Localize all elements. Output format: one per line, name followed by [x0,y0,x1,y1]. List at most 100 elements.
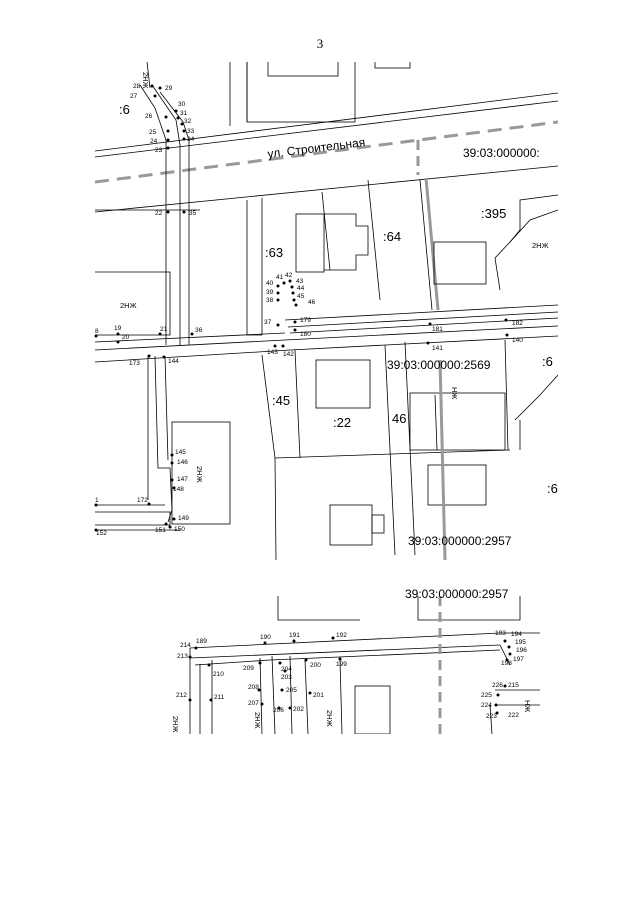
point-label: 182 [512,320,523,327]
parcel-label: 46 [392,411,406,426]
point-label: 37 [264,319,272,326]
zone-label: 2НЖ [325,710,334,727]
point-label: 213 [177,653,188,660]
map-fragment-top [95,62,558,561]
point-label: 143 [267,349,278,356]
parcel-label: :6 [547,481,558,496]
cadastral-block-label: 39:03:000000: [463,146,540,160]
point-label: 189 [196,638,207,645]
point-label: 192 [336,632,347,639]
building [267,62,339,77]
cadastral-number: 39:03:000000:2957 [405,587,509,601]
point-label: 33 [187,128,195,135]
point-label: 29 [165,85,173,92]
point-label: 148 [173,486,184,493]
point-label: 197 [513,656,524,663]
street-edge-north [95,92,558,152]
point-label: 24 [150,138,158,145]
zone-label: 2НЖ [141,72,150,89]
point-label: 223 [486,713,497,720]
point-label: 215 [508,682,519,689]
parcel-label: :6 [542,354,553,369]
zone-label: 2НЖ [171,716,180,733]
point-label: 173 [129,360,140,367]
red-line-dashed [95,120,558,184]
cadastral-number: 39:03:000000:2957 [408,534,512,548]
point-label: 211 [214,694,225,701]
point-label: 21 [160,326,168,333]
point-label: 20 [122,334,130,341]
point-label: 203 [281,674,292,681]
point-label: 224 [481,702,492,709]
point-label: 34 [187,136,195,143]
boundary-points-bottom [188,636,512,715]
point-label: 214 [180,642,191,649]
point-label: 199 [336,661,347,668]
building [246,62,356,123]
street-edge-south [95,165,558,213]
point-label: 25 [149,129,157,136]
point-label: 206 [273,707,284,714]
point-label: 179 [300,317,311,324]
point-label: 196 [516,647,527,654]
point-label: 38 [266,297,274,304]
zone-label: НЖ [523,700,532,712]
point-label: 22 [155,210,163,217]
point-label: 201 [313,692,324,699]
point-label: 31 [180,110,188,117]
point-label: 149 [178,515,189,522]
point-label: 222 [508,712,519,719]
point-label: 207 [248,700,259,707]
cadastral-number: 39:03:000000:2569 [387,358,491,372]
point-label: 42 [285,272,293,279]
point-label: 146 [177,459,188,466]
point-label: 43 [296,278,304,285]
point-label: 226 [492,682,503,689]
point-label: 39 [266,289,274,296]
point-label: 23 [155,147,163,154]
point-label: 147 [177,476,188,483]
point-label: 210 [213,671,224,678]
point-label: 140 [512,337,523,344]
point-label: 30 [178,101,186,108]
zone-label: 2НЖ [532,241,549,250]
point-label: 212 [176,692,187,699]
zone-label: НЖ [450,387,459,399]
parcel-label: :22 [333,415,351,430]
point-label: 204 [281,666,292,673]
point-label: 193 [495,630,506,637]
street-name: ул. Строительная [267,135,366,161]
point-label: 198 [501,660,512,667]
zone-label: 2НЖ [120,301,137,310]
street-edge-north-2 [95,100,558,158]
labels-bottom: 39:03:000000:2957 2НЖ 2НЖ 2НЖ НЖ [171,587,532,733]
point-label: 190 [260,634,271,641]
map-fragment-bottom [189,596,540,734]
parcel-label: :63 [265,245,283,260]
point-labels-top: 28 29 27 26 30 31 32 25 33 24 34 23 22 3… [95,83,523,537]
point-label: 151 [155,527,166,534]
point-label: 209 [243,665,254,672]
zone-label: 2НЖ [253,712,262,729]
point-label: 191 [289,632,300,639]
point-label: 45 [297,293,305,300]
point-label: 142 [283,351,294,358]
point-label: 194 [511,631,522,638]
point-label: 141 [432,345,443,352]
point-label: 172 [137,497,148,504]
point-label: 144 [168,358,179,365]
point-label: 32 [184,118,192,125]
parcel-label: :6 [119,102,130,117]
point-label: 202 [293,706,304,713]
point-label: 44 [297,285,305,292]
parcel-label: :395 [481,206,506,221]
point-label: 180 [300,331,311,338]
point-label: 205 [286,687,297,694]
point-label: 8 [95,328,99,335]
point-label: 152 [96,530,107,537]
building [374,62,411,69]
parcel-label: :45 [272,393,290,408]
parcel-label: :64 [383,229,401,244]
point-label: 1 [95,497,99,504]
